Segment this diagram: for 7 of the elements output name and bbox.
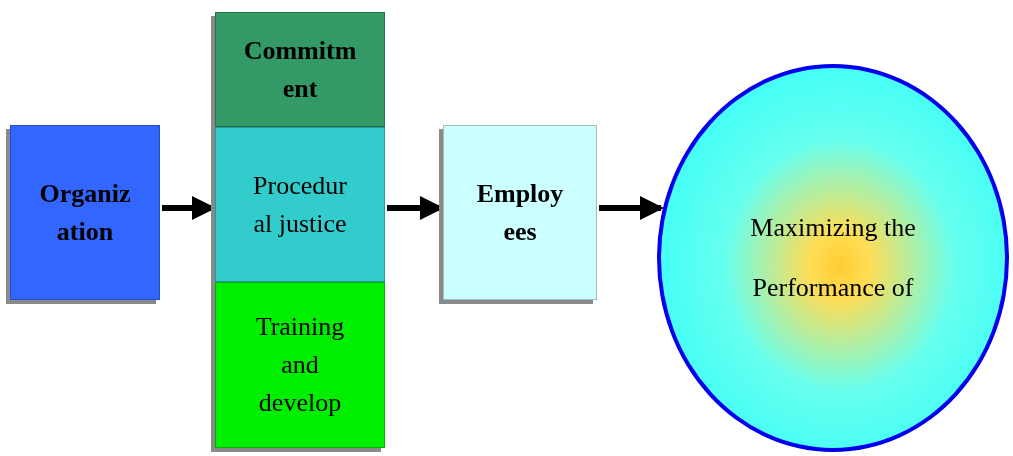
box-label: Procedur al justice bbox=[252, 169, 348, 240]
box-label: Employ ees bbox=[475, 177, 565, 248]
box-label: Commitm ent bbox=[242, 34, 358, 105]
box-label: Organiz ation bbox=[38, 177, 132, 248]
ellipse-text: Performance of bbox=[751, 272, 915, 304]
ellipse-text: Maximizing the bbox=[749, 212, 917, 245]
box-label: Training and develop bbox=[254, 311, 346, 419]
